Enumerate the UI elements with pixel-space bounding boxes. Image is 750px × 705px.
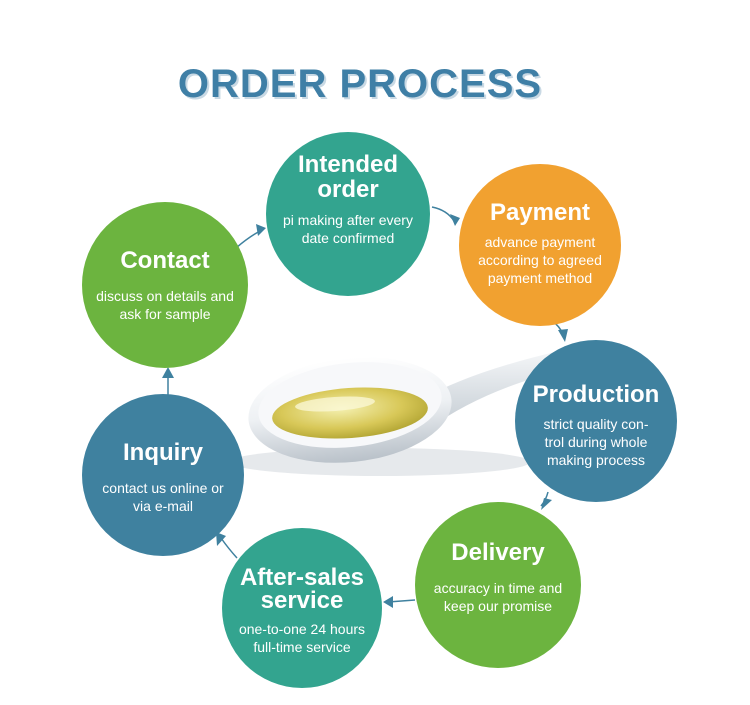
- spoon-handle: [420, 352, 560, 428]
- arrowhead-icon: [383, 596, 393, 608]
- arrowhead-icon: [256, 224, 266, 236]
- arrowhead-icon: [216, 532, 226, 546]
- arrowhead-icon: [558, 329, 568, 342]
- step-production: Production strict quality con-trol durin…: [515, 340, 677, 502]
- step-payment: Payment advance payment according to agr…: [459, 164, 621, 326]
- step-label: Production: [532, 381, 660, 408]
- step-description: accuracy in time and keep our promise: [433, 580, 563, 614]
- step-inquiry: Inquiry contact us online or via e-mail: [82, 394, 244, 556]
- step-description: discuss on details and ask for sample: [96, 288, 234, 322]
- step-label: Contact: [120, 247, 210, 274]
- step-intended-order: Intended order pi making after every dat…: [266, 132, 430, 296]
- step-contact: Contact discuss on details and ask for s…: [82, 202, 248, 368]
- step-label: After-sales service: [239, 564, 365, 614]
- step-label: Payment: [489, 199, 591, 226]
- step-description: one-to-one 24 hours full-time service: [238, 621, 366, 655]
- page-title: ORDER PROCESS: [177, 62, 543, 106]
- step-description: strict quality con-trol during whole mak…: [543, 416, 649, 468]
- step-label: Intended order: [298, 151, 398, 203]
- step-delivery: Delivery accuracy in time and keep our p…: [415, 502, 581, 668]
- step-after-sales-service: After-sales service one-to-one 24 hours …: [222, 528, 382, 688]
- arrowhead-icon: [450, 214, 460, 226]
- step-description: pi making after every date confirmed: [283, 212, 413, 246]
- step-description: contact us online or via e-mail: [102, 480, 224, 514]
- capsule-highlight: [295, 396, 375, 412]
- arrowhead-icon: [162, 367, 174, 378]
- step-label: Inquiry: [122, 439, 203, 466]
- arrowhead-icon: [541, 498, 552, 510]
- step-label: Delivery: [451, 539, 545, 566]
- step-description: advance payment according to agreed paym…: [478, 234, 602, 286]
